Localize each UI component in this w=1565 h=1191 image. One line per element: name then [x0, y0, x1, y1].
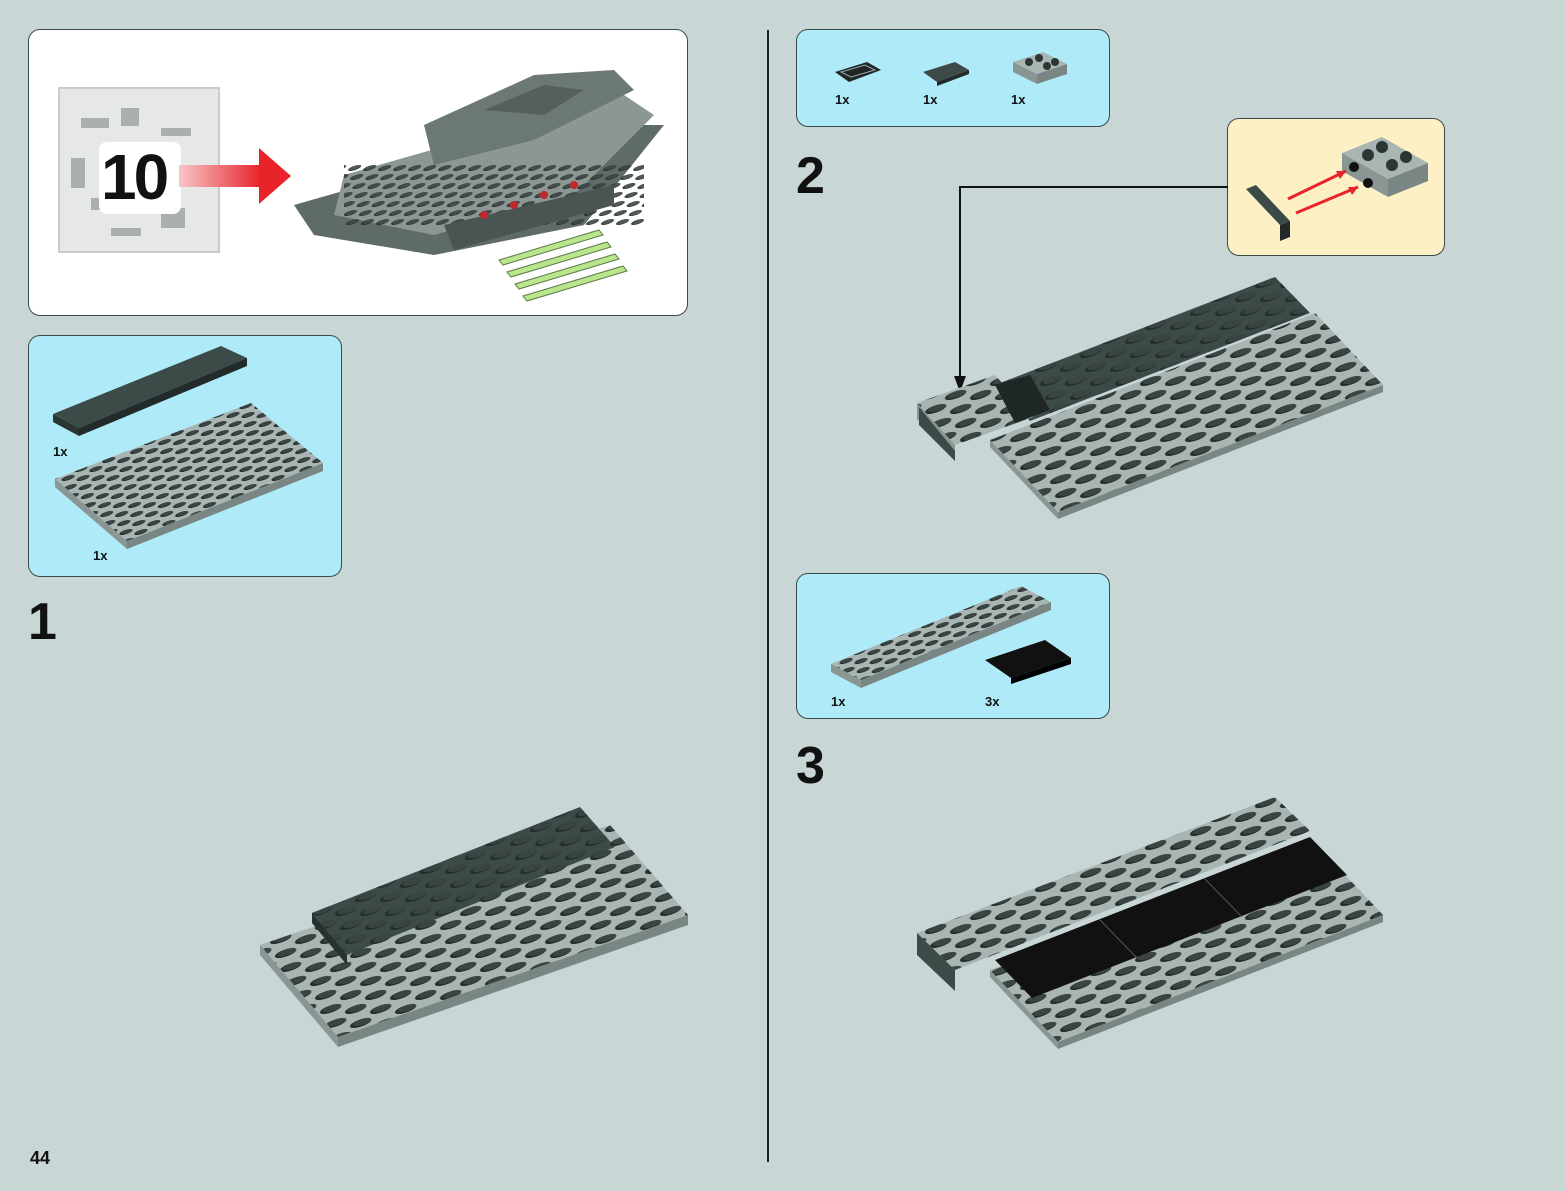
black-tile-piece	[985, 640, 1071, 684]
step3-part2-qty: 3x	[985, 694, 1000, 709]
bag-arrow-icon	[179, 148, 291, 204]
step1-number: 1	[28, 593, 57, 651]
step1-part1-qty: 1x	[53, 444, 68, 459]
green-rods-illustration	[498, 229, 628, 302]
detail-assembly-illustration	[1246, 137, 1428, 241]
step2-part3-qty: 1x	[1011, 92, 1026, 107]
step3-part1-qty: 1x	[831, 694, 846, 709]
step1-model-illustration	[260, 807, 688, 1047]
step3-model-illustration	[917, 797, 1383, 1049]
step2-number: 2	[796, 147, 825, 205]
page-number: 44	[30, 1148, 51, 1168]
step2-parts-box: 1x 1x 1x	[796, 29, 1110, 127]
step2-part1-qty: 1x	[835, 92, 850, 107]
step2-part2-qty: 1x	[923, 92, 938, 107]
bracket-brick-piece	[1013, 52, 1067, 84]
grille-plate-piece	[923, 62, 969, 86]
step1-parts-box: 1x 1x	[28, 335, 342, 577]
step3-number: 3	[796, 737, 825, 795]
bag-number: 10	[101, 141, 169, 213]
grille-tile-piece	[835, 62, 881, 82]
step2-model-illustration	[917, 277, 1383, 519]
light-grey-plate-piece	[55, 403, 323, 549]
bag-number-badge	[99, 142, 181, 214]
step1-part2-qty: 1x	[93, 548, 108, 563]
light-grey-plate-2x10-piece	[831, 586, 1051, 688]
subassembly-callout: 10	[28, 29, 688, 316]
subassembly-model-illustration	[294, 70, 664, 255]
step3-parts-box: 1x 3x	[796, 573, 1110, 719]
step2-detail-callout	[1227, 118, 1445, 256]
dark-grey-plate-piece	[53, 346, 247, 436]
page-divider	[767, 30, 769, 1162]
step2-pointer-arrow	[954, 186, 1228, 392]
